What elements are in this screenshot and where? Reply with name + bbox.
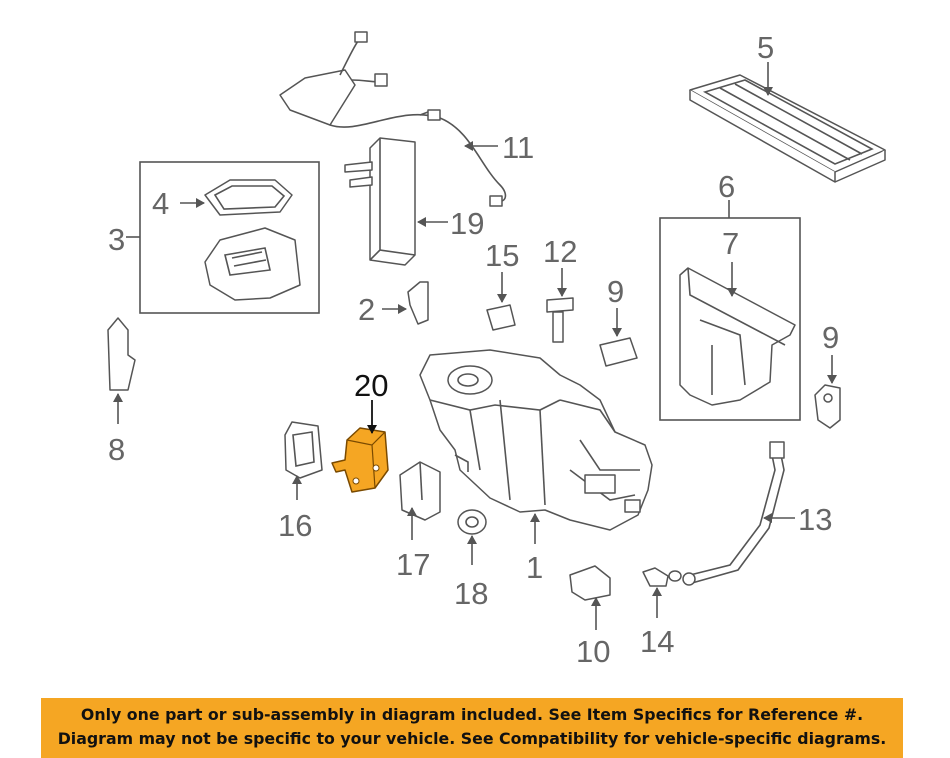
callout-10: 10: [576, 634, 610, 669]
part-1-hvac-case: [419, 349, 653, 531]
callout-7: 7: [722, 226, 739, 261]
part-12-sensor: [546, 297, 574, 343]
callout-14: 14: [640, 624, 674, 659]
callout-17: 17: [396, 547, 430, 582]
part-13-hose: [682, 441, 785, 586]
callout-2: 2: [358, 292, 375, 327]
callout-8: 8: [108, 432, 125, 467]
part-5-filter: [689, 74, 886, 183]
part-2-door: [407, 281, 429, 325]
part-9-actuator: [814, 384, 841, 429]
part-4-blower-housing: [204, 179, 301, 301]
part-10-module: [569, 565, 611, 601]
disclaimer-banner: Only one part or sub-assembly in diagram…: [41, 698, 903, 758]
part-11-wiring-harness: [279, 31, 507, 207]
part-14-connector: [642, 567, 682, 587]
callout-4: 4: [152, 186, 169, 221]
part-7-evaporator-case: [679, 267, 796, 406]
callout-13: 13: [798, 502, 832, 537]
callout-12: 12: [543, 234, 577, 269]
part-19-heater-core: [344, 137, 416, 266]
part-15-relay: [486, 304, 516, 331]
callout-19: 19: [450, 206, 484, 241]
disclaimer-line-1: Only one part or sub-assembly in diagram…: [80, 705, 864, 724]
callout-3: 3: [108, 222, 125, 257]
part-17-actuator: [399, 461, 441, 521]
part-16-door: [284, 421, 323, 479]
callout-20: 20: [354, 368, 388, 403]
part-6-box: [659, 217, 801, 421]
part-20-blower-resistor: [331, 427, 389, 493]
callout-1: 1: [526, 550, 543, 585]
callout-15: 15: [485, 238, 519, 273]
callout-5: 5: [757, 30, 774, 65]
callout-6: 6: [718, 169, 735, 204]
part-9-module: [599, 337, 638, 367]
callout-16: 16: [278, 508, 312, 543]
callout-9-right: 9: [822, 320, 839, 355]
disclaimer-line-2: Diagram may not be specific to your vehi…: [57, 729, 887, 748]
callout-11: 11: [502, 130, 534, 165]
callout-9-left: 9: [607, 274, 624, 309]
callout-18: 18: [454, 576, 488, 611]
part-8-duct: [107, 317, 136, 391]
parts-diagram: 5 11 4 3 19 6 7 15 12 9 9 2 20 8 16 17 1…: [107, 30, 886, 669]
part-18-actuator-round: [457, 509, 487, 535]
